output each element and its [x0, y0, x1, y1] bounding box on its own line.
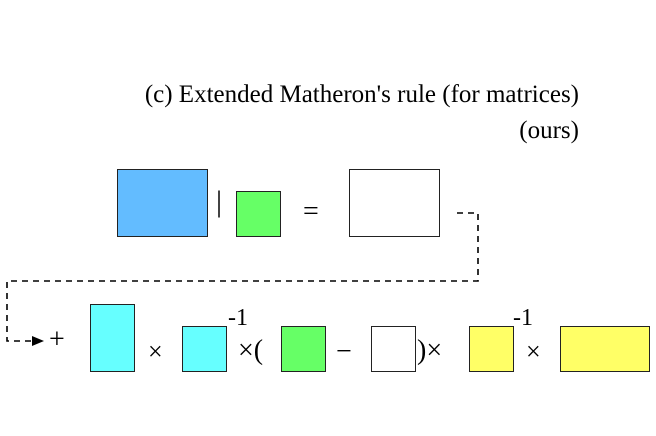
close-paren-times: )×: [417, 335, 443, 366]
cyan-tall-matrix-block: [90, 304, 135, 372]
times-open-paren: ×(: [238, 335, 264, 366]
diagram-subtitle: (ours): [519, 117, 579, 144]
equals-sign: =: [303, 196, 319, 227]
times-sign-1: ×: [148, 337, 163, 366]
inverse-exponent-1: -1: [228, 305, 248, 331]
yellow-square-matrix-block: [469, 326, 514, 372]
arrowhead-icon: [32, 336, 44, 346]
yellow-wide-matrix-block: [560, 326, 650, 372]
green-matrix-block: [236, 191, 281, 237]
diagram-title: (c) Extended Matheron's rule (for matric…: [144, 81, 579, 108]
blue-matrix-block: [117, 169, 208, 237]
conditioning-bar: |: [216, 185, 223, 218]
white-result-block: [349, 169, 440, 237]
minus-sign: −: [336, 336, 352, 367]
green-matrix-block-2: [281, 326, 326, 372]
plus-sign: +: [49, 324, 65, 355]
white-matrix-block: [371, 326, 416, 372]
cyan-square-matrix-block: [182, 326, 227, 372]
times-sign-3: ×: [526, 337, 541, 366]
inverse-exponent-2: -1: [513, 305, 533, 331]
